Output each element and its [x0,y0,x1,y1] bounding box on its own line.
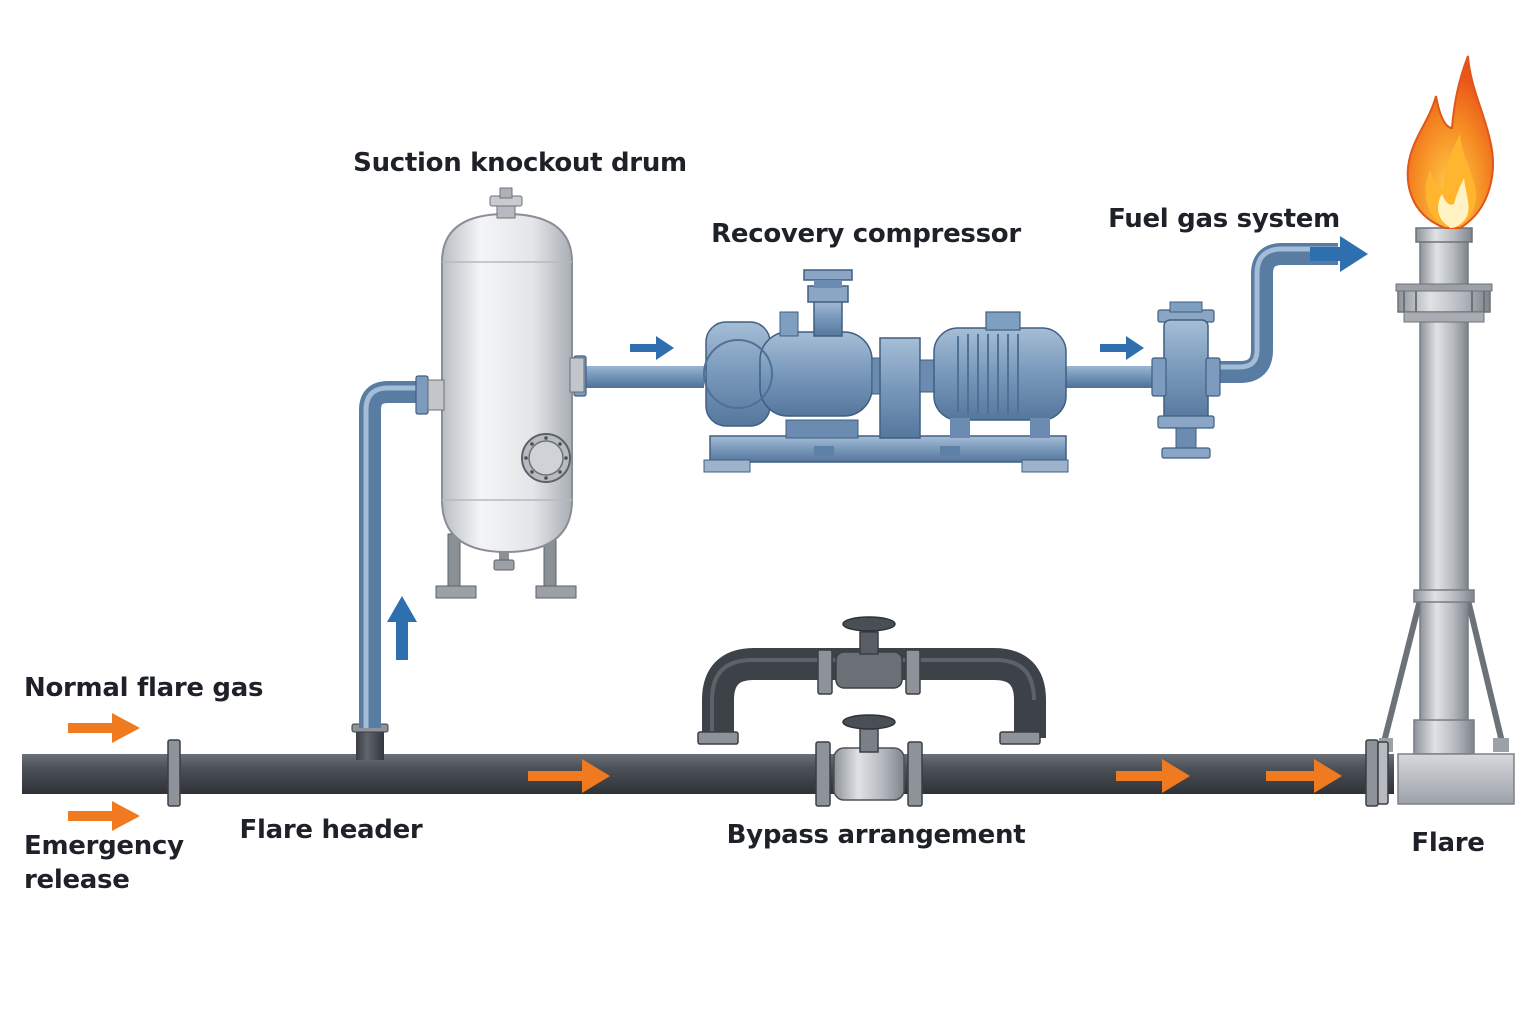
label-normal-flare-gas: Normal flare gas [24,673,264,703]
flow-arrow-header-icon [528,759,1342,793]
drum-outlet-pipe [580,366,704,388]
compressor-discharge-pipe [1064,366,1164,388]
flow-arrow-emergency-icon [68,801,140,831]
recovery-suction-pipe [359,375,429,728]
flare-flame-icon [1406,55,1494,229]
label-fuel-gas-system: Fuel gas system [1108,204,1340,234]
suction-knockout-drum [427,187,585,599]
recovery-compressor [703,269,1069,473]
label-emergency-release-line2: release [24,865,130,895]
label-suction-knockout-drum: Suction knockout drum [353,148,687,178]
label-flare-header: Flare header [239,815,423,845]
flare-stack [1379,227,1515,805]
label-bypass-arrangement: Bypass arrangement [726,820,1026,850]
fuel-gas-pipe [1208,243,1338,383]
label-recovery-compressor: Recovery compressor [711,219,1021,249]
discharge-filter [1151,301,1221,459]
bypass-arrangement [697,616,1046,807]
flow-arrow-recovery-icon [387,236,1368,660]
label-emergency-release-line1: Emergency [24,831,184,861]
label-flare: Flare [1411,828,1485,858]
flow-arrow-normal-gas-icon [68,713,140,743]
